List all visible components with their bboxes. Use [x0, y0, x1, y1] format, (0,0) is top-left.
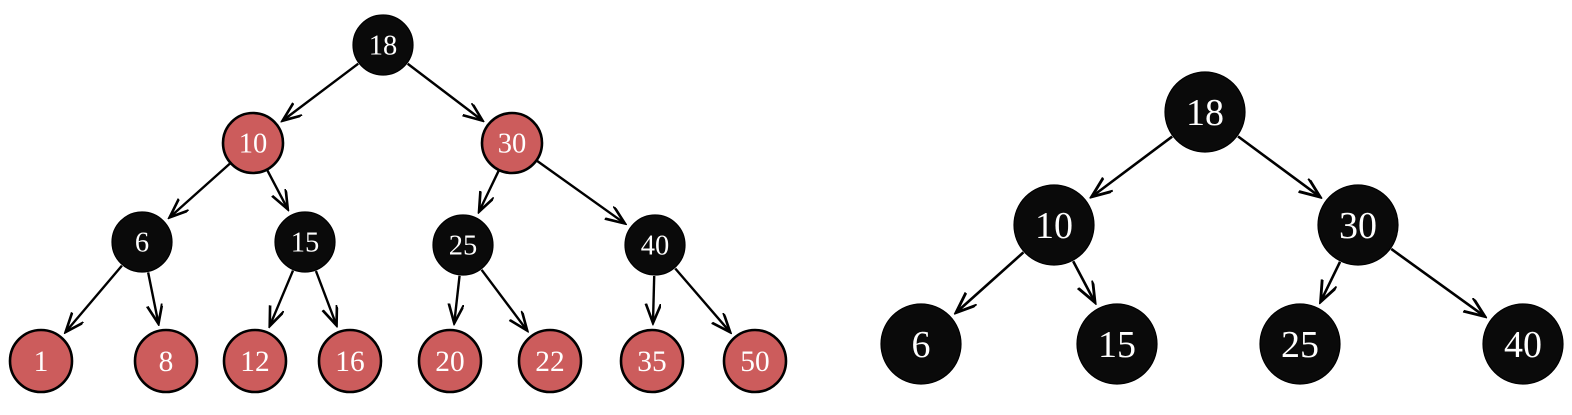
- node-circle-black[interactable]: [352, 14, 414, 76]
- tree-edge-L10-to-L6: [170, 162, 231, 217]
- node-label-L25: 25: [449, 231, 478, 262]
- tree-node-L20[interactable]: 20: [417, 328, 483, 394]
- node-circle-black[interactable]: [1076, 303, 1158, 385]
- node-circle-red[interactable]: [722, 328, 788, 394]
- node-label-R15: 15: [1098, 324, 1136, 366]
- tree-edge-R10-to-R15: [1072, 260, 1094, 301]
- node-label-L35: 35: [637, 346, 666, 378]
- edges-layer: [66, 62, 1484, 332]
- tree-edge-L30-to-L40: [536, 160, 624, 223]
- tree-node-L15[interactable]: 15: [274, 211, 336, 273]
- node-label-L1: 1: [34, 346, 49, 378]
- node-label-L8: 8: [159, 346, 174, 378]
- tree-edge-L15-to-L16: [314, 270, 336, 325]
- node-circle-red[interactable]: [317, 328, 383, 394]
- tree-node-L18[interactable]: 18: [352, 14, 414, 76]
- tree-edge-R30-to-R40: [1390, 247, 1484, 316]
- node-label-L15: 15: [291, 228, 320, 259]
- black-only-tree-edges: [957, 135, 1484, 316]
- node-circle-black[interactable]: [1164, 71, 1246, 153]
- node-circle-black[interactable]: [111, 211, 173, 273]
- tree-node-L22[interactable]: 22: [517, 328, 583, 394]
- black-only-tree-nodes: 18 10 30 6 15 25 40: [880, 71, 1564, 385]
- node-circle-red[interactable]: [8, 328, 74, 394]
- tree-node-L25[interactable]: 25: [432, 214, 494, 276]
- tree-node-L8[interactable]: 8: [133, 328, 199, 394]
- node-label-L18: 18: [369, 31, 398, 62]
- node-label-L30: 30: [498, 129, 527, 160]
- node-circle-red[interactable]: [480, 111, 544, 175]
- node-label-L12: 12: [240, 346, 269, 378]
- node-circle-black[interactable]: [1013, 184, 1095, 266]
- node-label-R6: 6: [912, 324, 931, 366]
- node-label-R30: 30: [1339, 205, 1377, 247]
- node-label-L10: 10: [239, 129, 268, 160]
- node-label-L40: 40: [641, 231, 670, 262]
- node-label-R25: 25: [1281, 324, 1319, 366]
- tree-node-L12[interactable]: 12: [222, 328, 288, 394]
- tree-edge-L10-to-L15: [266, 169, 287, 208]
- tree-edge-R18-to-R10: [1092, 135, 1173, 197]
- tree-edge-L18-to-L10: [283, 62, 359, 120]
- node-circle-red[interactable]: [417, 328, 483, 394]
- node-label-L50: 50: [740, 346, 769, 378]
- red-black-tree-full-edges: [66, 62, 729, 332]
- node-circle-black[interactable]: [1482, 303, 1564, 385]
- tree-node-R30[interactable]: 30: [1317, 184, 1399, 266]
- tree-node-L30[interactable]: 30: [480, 111, 544, 175]
- tree-node-R18[interactable]: 18: [1164, 71, 1246, 153]
- node-circle-black[interactable]: [274, 211, 336, 273]
- tree-edge-L40-to-L50: [674, 267, 729, 331]
- tree-node-L50[interactable]: 50: [722, 328, 788, 394]
- node-circle-black[interactable]: [1317, 184, 1399, 266]
- node-label-R18: 18: [1186, 92, 1224, 134]
- tree-edge-R10-to-R6: [957, 251, 1025, 312]
- tree-node-L10[interactable]: 10: [221, 111, 285, 175]
- tree-edge-R30-to-R25: [1321, 261, 1342, 301]
- tree-edge-L6-to-L1: [66, 264, 123, 332]
- node-label-R40: 40: [1504, 324, 1542, 366]
- tree-node-L16[interactable]: 16: [317, 328, 383, 394]
- tree-edge-L25-to-L20: [454, 275, 459, 322]
- tree-node-L40[interactable]: 40: [624, 214, 686, 276]
- node-label-L6: 6: [135, 228, 149, 259]
- node-circle-black[interactable]: [1259, 303, 1341, 385]
- node-label-L20: 20: [435, 346, 464, 378]
- tree-edge-L40-to-L35: [653, 275, 654, 322]
- node-circle-black[interactable]: [432, 214, 494, 276]
- tree-node-L1[interactable]: 1: [8, 328, 74, 394]
- tree-edge-L30-to-L25: [479, 170, 500, 211]
- tree-edge-L25-to-L22: [480, 269, 527, 330]
- node-label-R10: 10: [1035, 205, 1073, 247]
- tree-edge-L6-to-L8: [148, 272, 158, 322]
- tree-node-R10[interactable]: 10: [1013, 184, 1095, 266]
- tree-node-L35[interactable]: 35: [619, 328, 685, 394]
- node-circle-black[interactable]: [624, 214, 686, 276]
- tree-node-R40[interactable]: 40: [1482, 303, 1564, 385]
- tree-node-R15[interactable]: 15: [1076, 303, 1158, 385]
- tree-edge-L15-to-L12: [270, 270, 295, 325]
- node-circle-red[interactable]: [133, 328, 199, 394]
- node-circle-red[interactable]: [517, 328, 583, 394]
- node-circle-red[interactable]: [222, 328, 288, 394]
- node-label-L16: 16: [335, 346, 364, 378]
- tree-node-R6[interactable]: 6: [880, 303, 962, 385]
- node-label-L22: 22: [535, 346, 564, 378]
- tree-edge-L18-to-L30: [406, 62, 482, 120]
- node-circle-red[interactable]: [221, 111, 285, 175]
- tree-edge-R18-to-R30: [1237, 135, 1319, 196]
- node-circle-red[interactable]: [619, 328, 685, 394]
- tree-node-R25[interactable]: 25: [1259, 303, 1341, 385]
- tree-node-L6[interactable]: 6: [111, 211, 173, 273]
- node-circle-black[interactable]: [880, 303, 962, 385]
